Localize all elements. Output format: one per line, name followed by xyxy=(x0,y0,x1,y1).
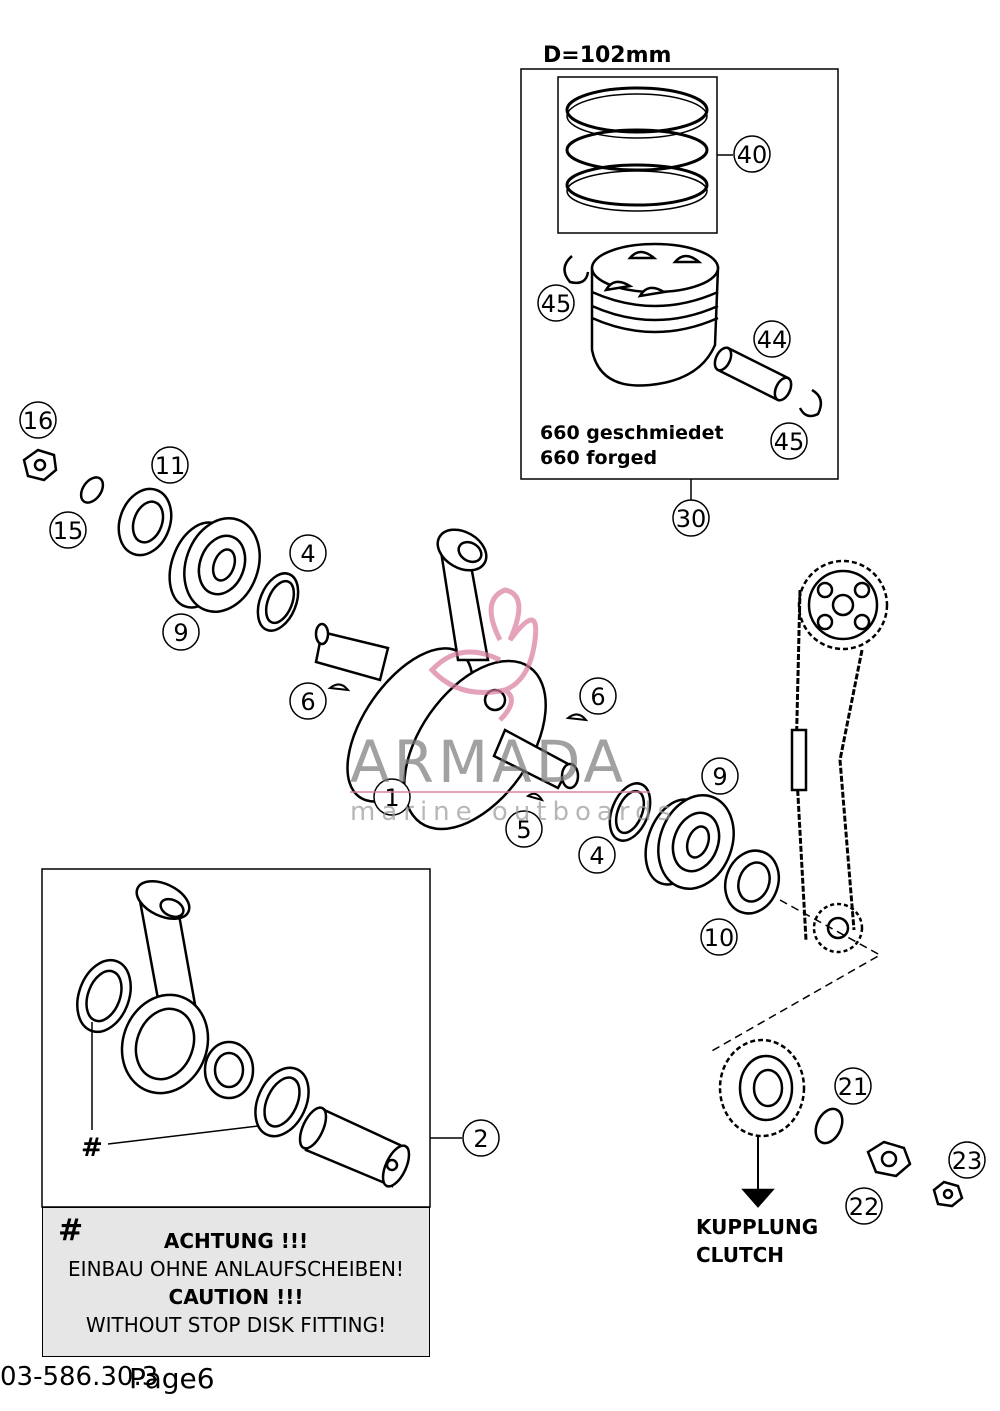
callout-circle xyxy=(701,757,739,795)
caution-heading-english: CAUTION !!! xyxy=(168,1285,304,1309)
callout-circle xyxy=(289,534,327,572)
timing-chain-assembly xyxy=(709,559,889,1053)
conrod-kit-parts xyxy=(76,880,411,1188)
left-crank-parts xyxy=(22,448,300,632)
callouts xyxy=(19,135,986,1225)
callout-circle xyxy=(162,613,200,651)
drawing-number: 03-586.30.3 xyxy=(0,1362,159,1392)
callout-40: 40 xyxy=(737,141,768,169)
callout-circle xyxy=(733,135,771,173)
key-icon xyxy=(525,792,545,802)
callout-circle xyxy=(700,918,738,956)
arrow-down-icon xyxy=(741,1188,775,1208)
callout-circle xyxy=(49,511,87,549)
circlip-icon xyxy=(798,388,823,418)
piston-kit-group: D=102mm xyxy=(520,43,839,500)
cam-sprocket-icon xyxy=(797,559,889,651)
woodruff-key-icon xyxy=(565,713,589,722)
kit-title: D=102mm xyxy=(543,43,671,68)
right-crank-parts xyxy=(608,782,781,915)
crank-sprocket-icon xyxy=(812,902,864,954)
callout-45: 45 xyxy=(774,428,805,456)
callout-circle xyxy=(948,1141,986,1179)
callout-circle xyxy=(289,682,327,720)
callout-4: 4 xyxy=(300,540,315,568)
callout-10: 10 xyxy=(704,924,735,952)
callout-circle xyxy=(672,499,710,537)
callout-circle xyxy=(373,778,411,816)
callout-circle xyxy=(151,446,189,484)
callout-45: 45 xyxy=(541,290,572,318)
callout-circle xyxy=(462,1119,500,1157)
callout-9: 9 xyxy=(712,763,727,791)
callout-44: 44 xyxy=(757,326,788,354)
callout-circle xyxy=(578,836,616,874)
watermark-brand: ARMADA xyxy=(350,728,627,796)
lock-washer-icon xyxy=(814,1107,844,1145)
piston-kit-box xyxy=(520,68,839,480)
callout-circle xyxy=(505,810,543,848)
caution-text-german: EINBAU OHNE ANLAUFSCHEIBEN! xyxy=(68,1257,404,1281)
clutch-gear-group xyxy=(718,1038,964,1208)
circlip-icon xyxy=(563,255,590,285)
callout-16: 16 xyxy=(23,407,54,435)
callout-11: 11 xyxy=(155,452,186,480)
callout-circle xyxy=(834,1067,872,1105)
callout-23: 23 xyxy=(952,1147,983,1175)
callout-6: 6 xyxy=(590,683,605,711)
piston-ring-box xyxy=(557,76,718,234)
piston-icon xyxy=(590,242,720,387)
callout-4: 4 xyxy=(589,842,604,870)
callout-30: 30 xyxy=(676,505,707,533)
caution-symbol: # xyxy=(58,1213,84,1248)
clutch-label-english: CLUTCH xyxy=(696,1243,784,1267)
callout-9: 9 xyxy=(173,619,188,647)
callout-6: 6 xyxy=(300,688,315,716)
lock-washer-icon xyxy=(79,476,105,504)
kit-note-german: 660 geschmiedet xyxy=(540,422,724,444)
caution-heading-german: ACHTUNG !!! xyxy=(163,1229,309,1253)
callout-21: 21 xyxy=(838,1073,869,1101)
callout-circle xyxy=(579,677,617,715)
callout-circle xyxy=(19,401,57,439)
clutch-label-german: KUPPLUNG xyxy=(696,1215,818,1239)
piston-rings-icon xyxy=(565,86,709,212)
watermark-tagline: marine outboards xyxy=(350,797,677,827)
piston-pin-icon xyxy=(713,346,793,402)
callout-circle xyxy=(753,320,791,358)
caution-text-english: WITHOUT STOP DISK FITTING! xyxy=(85,1313,387,1337)
woodruff-key-icon xyxy=(327,683,351,692)
watermark-logo-icon xyxy=(428,587,539,722)
callout-circle xyxy=(845,1187,883,1225)
callout-2: 2 xyxy=(473,1125,488,1153)
callout-circle xyxy=(770,422,808,460)
watermark: ARMADA marine outboards xyxy=(350,587,677,827)
hash-marker: # xyxy=(81,1133,103,1163)
callout-circle xyxy=(537,284,575,322)
kit-note-english: 660 forged xyxy=(540,447,657,469)
caution-box: # ACHTUNG !!! EINBAU OHNE ANLAUFSCHEIBEN… xyxy=(42,1207,430,1357)
callout-5: 5 xyxy=(516,816,531,844)
callout-22: 22 xyxy=(849,1193,880,1221)
page-label: Page6 xyxy=(129,1362,215,1395)
callout-15: 15 xyxy=(53,517,84,545)
